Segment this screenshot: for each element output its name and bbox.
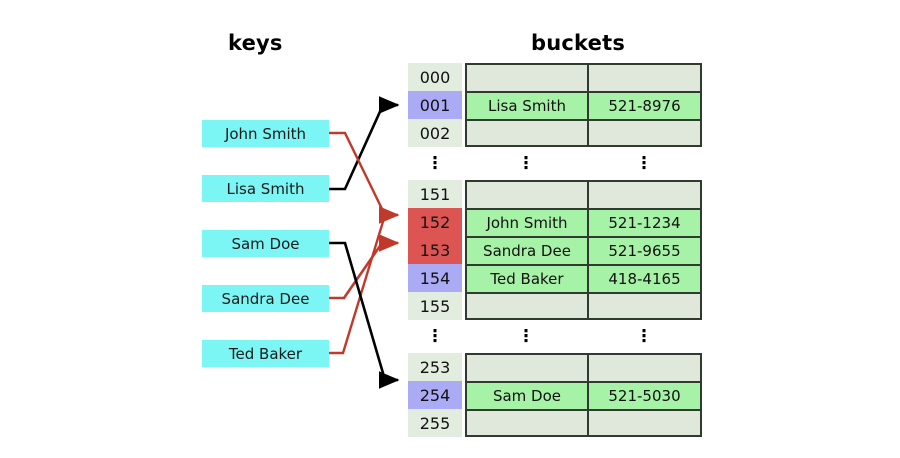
bucket-row: 002 [408, 119, 702, 147]
ellipsis-icon: ⋮ [635, 326, 653, 346]
bucket-name-cell [467, 411, 589, 435]
bucket-row: 000 [408, 63, 702, 91]
arrow-sandra-dee-to-153 [329, 234, 400, 300]
bucket-cells [465, 119, 702, 147]
ellipsis-icon: ⋮ [426, 326, 444, 346]
bucket-cells [465, 353, 702, 381]
bucket-index-153: 153 [408, 236, 462, 264]
bucket-row: 255 [408, 409, 702, 437]
arrow-ted-baker-to-152 [329, 214, 387, 355]
bucket-row: 155 [408, 292, 702, 320]
bucket-name-cell [467, 65, 589, 91]
bucket-name-cell [467, 182, 589, 208]
bucket-index-152: 152 [408, 208, 462, 236]
arrow-lisa-smith-to-001 [329, 96, 400, 191]
bucket-index-255: 255 [408, 409, 462, 437]
bucket-phone-cell: 521-9655 [589, 238, 700, 264]
key-box-ted-baker: Ted Baker [202, 340, 329, 367]
bucket-phone-cell: 521-8976 [589, 93, 700, 119]
bucket-name-cell: Lisa Smith [467, 93, 589, 119]
bucket-phone-cell [589, 355, 700, 381]
bucket-phone-cell: 521-1234 [589, 210, 700, 236]
bucket-index-002: 002 [408, 119, 462, 147]
keys-column-heading: keys [228, 31, 283, 55]
bucket-cells [465, 180, 702, 208]
ellipsis-icon: ⋮ [517, 326, 535, 346]
bucket-ellipsis-gap: ⋮ ⋮ ⋮ [408, 147, 702, 180]
bucket-phone-cell: 521-5030 [589, 383, 700, 409]
ellipsis-icon: ⋮ [426, 153, 444, 173]
key-box-lisa-smith: Lisa Smith [202, 175, 329, 202]
bucket-index-000: 000 [408, 63, 462, 91]
bucket-index-155: 155 [408, 292, 462, 320]
bucket-name-cell: Ted Baker [467, 266, 589, 292]
bucket-row: 253 [408, 353, 702, 381]
bucket-index-001: 001 [408, 91, 462, 119]
bucket-index-253: 253 [408, 353, 462, 381]
bucket-phone-cell [589, 411, 700, 435]
bucket-cells [465, 63, 702, 91]
bucket-name-cell [467, 121, 589, 145]
bucket-name-cell [467, 294, 589, 318]
key-box-sandra-dee: Sandra Dee [202, 285, 329, 312]
bucket-name-cell: John Smith [467, 210, 589, 236]
bucket-phone-cell [589, 294, 700, 318]
bucket-phone-cell: 418-4165 [589, 266, 700, 292]
ellipsis-icon: ⋮ [635, 153, 653, 173]
arrow-john-smith-to-152 [329, 131, 387, 216]
bucket-row: 151 [408, 180, 702, 208]
key-box-john-smith: John Smith [202, 120, 329, 147]
bucket-index-254: 254 [408, 381, 462, 409]
bucket-index-154: 154 [408, 264, 462, 292]
bucket-cells [465, 409, 702, 437]
bucket-name-cell: Sam Doe [467, 383, 589, 409]
bucket-name-cell [467, 355, 589, 381]
arrow-sam-doe-to-254 [329, 241, 400, 389]
ellipsis-icon: ⋮ [517, 153, 535, 173]
bucket-cells [465, 292, 702, 320]
bucket-phone-cell [589, 182, 700, 208]
bucket-phone-cell [589, 65, 700, 91]
bucket-ellipsis-gap: ⋮ ⋮ ⋮ [408, 320, 702, 353]
key-box-sam-doe: Sam Doe [202, 230, 329, 257]
bucket-phone-cell [589, 121, 700, 145]
bucket-name-cell: Sandra Dee [467, 238, 589, 264]
buckets-column-heading: buckets [531, 31, 626, 55]
bucket-index-151: 151 [408, 180, 462, 208]
